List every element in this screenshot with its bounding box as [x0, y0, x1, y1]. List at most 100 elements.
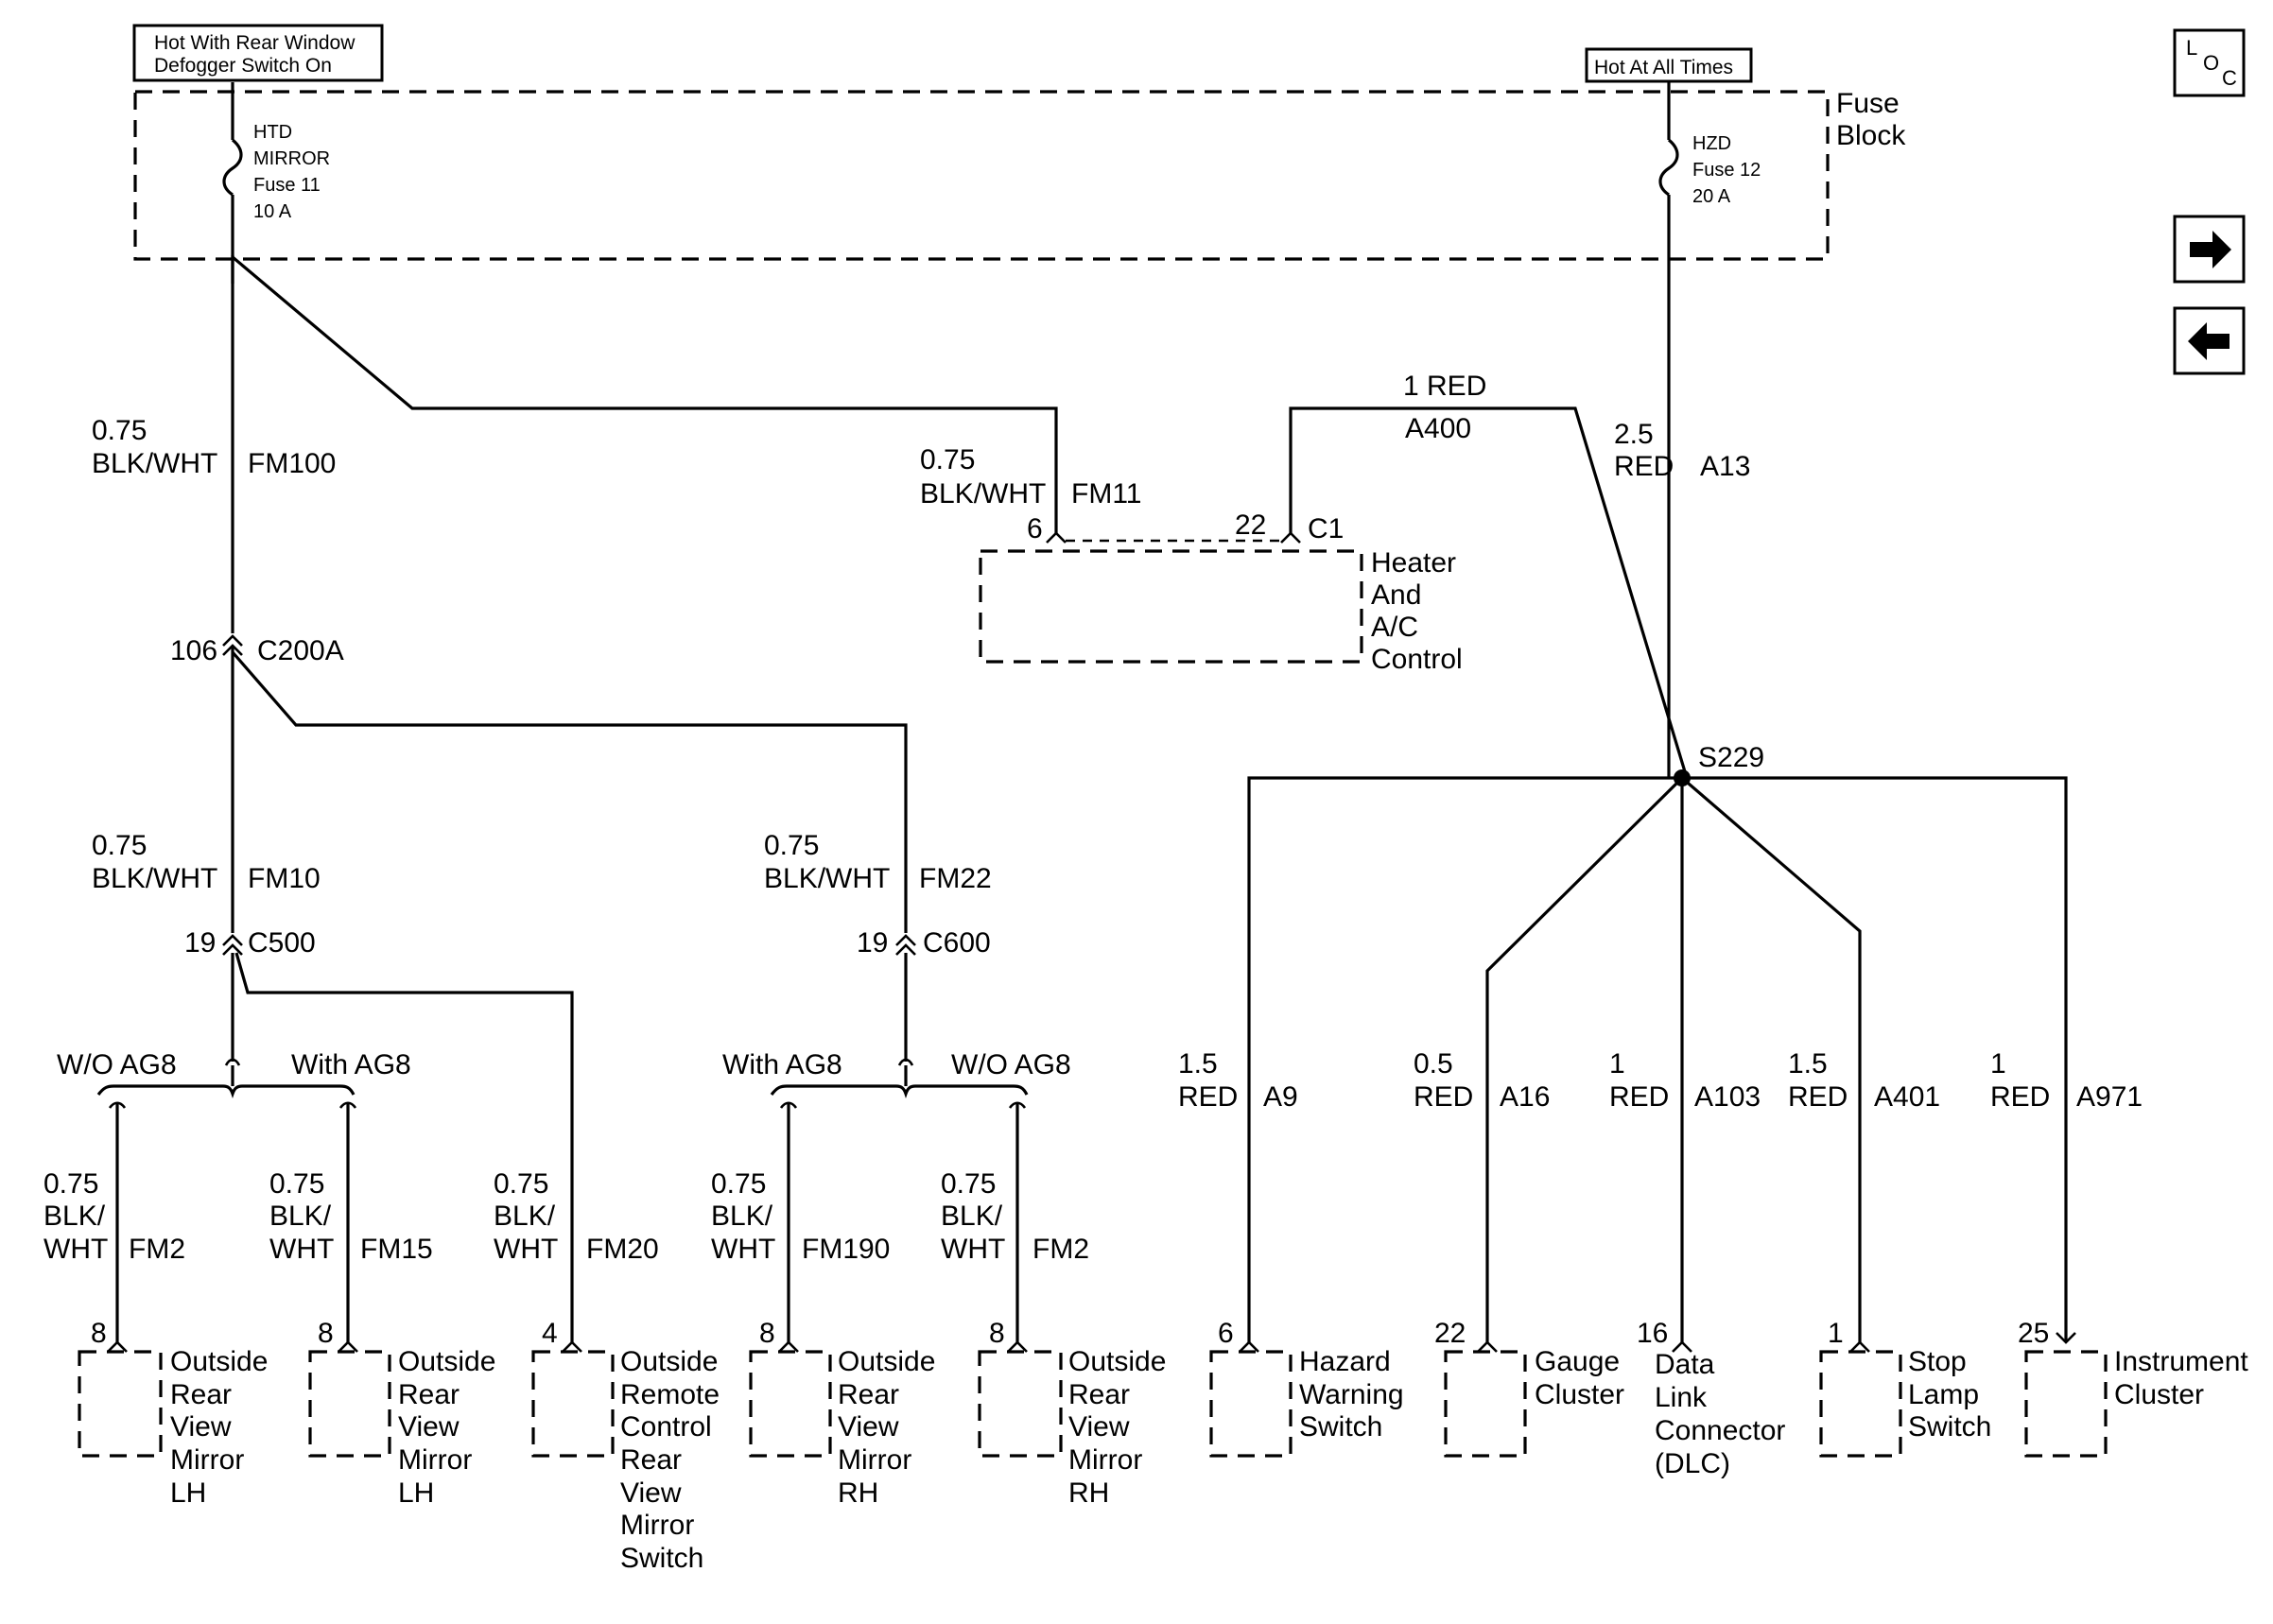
stop-lamp-line-2: Lamp: [1908, 1379, 1979, 1410]
a971-circuit: A971: [2076, 1081, 2143, 1113]
svg-text:C: C: [2222, 66, 2237, 90]
stop-lamp-switch: 1.5 RED A401 1 Stop Lamp Switch: [1788, 1048, 1991, 1458]
mirror-lh-2-line-4: Mirror: [398, 1444, 472, 1476]
gauge-line-1: Gauge: [1535, 1346, 1620, 1377]
mirror-lh-1-line-2: Rear: [170, 1379, 232, 1410]
mirror-lh-1-line-5: LH: [170, 1477, 206, 1509]
fm2-lh-gauge: 0.75: [43, 1168, 98, 1200]
fm15-gauge: 0.75: [269, 1168, 324, 1200]
wire-fm22: 0.75 BLK/WHT FM22: [231, 650, 992, 933]
option-split-right: With AG8 W/O AG8: [722, 953, 1071, 1099]
wire-a400: 1 RED A400: [1289, 371, 1689, 779]
hazard-line-2: Warning: [1299, 1379, 1404, 1410]
fm15-circuit: FM15: [360, 1234, 433, 1265]
a103-circuit: A103: [1694, 1081, 1761, 1113]
remote-switch-line-6: Mirror: [620, 1510, 694, 1541]
fm15-color1: BLK/: [269, 1201, 332, 1232]
mirror-lh-1-pin: 8: [91, 1318, 107, 1349]
hot-at-all-times-label-box: Hot At All Times: [1585, 47, 1753, 83]
svg-text:O: O: [2203, 51, 2219, 75]
mirror-rh-1-line-1: Outside: [838, 1346, 935, 1377]
fm2-rh-gauge: 0.75: [941, 1168, 996, 1200]
dlc-pin: 16: [1637, 1318, 1668, 1349]
a971-gauge: 1: [1990, 1048, 2006, 1080]
option-with-ag8-right: With AG8: [722, 1049, 842, 1080]
hot-rear-line-1: Hot With Rear Window: [154, 32, 356, 54]
mirror-rh-2-pin: 8: [989, 1318, 1005, 1349]
heater-line-4: Control: [1371, 644, 1463, 675]
c500-name: C500: [248, 927, 316, 959]
dlc-line-4: (DLC): [1655, 1448, 1730, 1479]
fuse-12-line-3: 20 A: [1692, 186, 1731, 207]
c1-pin-right: 22: [1235, 510, 1266, 541]
stop-lamp-line-1: Stop: [1908, 1346, 1967, 1377]
mirror-rh-1-line-5: RH: [838, 1477, 878, 1509]
a9-color: RED: [1178, 1081, 1238, 1113]
mirror-rh-1-line-3: View: [838, 1411, 899, 1443]
a16-gauge: 0.5: [1414, 1048, 1453, 1080]
a401-circuit: A401: [1874, 1081, 1940, 1113]
instrument-pin: 25: [2018, 1318, 2049, 1349]
hot-rear-line-2: Defogger Switch On: [154, 55, 332, 77]
hazard-warning-switch: 1.5 RED A9 6 Hazard Warning Switch: [1178, 1048, 1404, 1458]
gauge-line-2: Cluster: [1535, 1379, 1624, 1410]
hazard-pin: 6: [1218, 1318, 1234, 1349]
remote-switch-pin: 4: [542, 1318, 558, 1349]
fm11-circuit: FM11: [1071, 478, 1141, 510]
fuse-block: Fuse Block: [133, 88, 1906, 261]
a401-color: RED: [1788, 1081, 1848, 1113]
mirror-rh-1-pin: 8: [759, 1318, 775, 1349]
location-view-icon[interactable]: L O C: [2173, 28, 2246, 97]
fm190-circuit: FM190: [802, 1234, 890, 1265]
hazard-line-1: Hazard: [1299, 1346, 1391, 1377]
option-wo-ag8-right: W/O AG8: [951, 1049, 1071, 1080]
fm11-gauge: 0.75: [920, 444, 975, 475]
mirror-lh-1-line-1: Outside: [170, 1346, 268, 1377]
fuse-block-title-line-2: Block: [1836, 120, 1906, 151]
option-with-ag8-left: With AG8: [291, 1049, 411, 1080]
a401-gauge: 1.5: [1788, 1048, 1828, 1080]
heater-line-2: And: [1371, 579, 1421, 611]
fm22-color: BLK/WHT: [764, 863, 890, 894]
arrow-left-icon[interactable]: [2173, 306, 2246, 375]
dlc-line-2: Link: [1655, 1382, 1708, 1413]
remote-switch-line-4: Rear: [620, 1444, 682, 1476]
gauge-cluster: 0.5 RED A16 22 Gauge Cluster: [1414, 1048, 1624, 1458]
mirror-lh-1-line-4: Mirror: [170, 1444, 244, 1476]
fuse-11-line-2: MIRROR: [253, 148, 330, 169]
fm10-circuit: FM10: [248, 863, 321, 894]
wire-fm10: 0.75 BLK/WHT FM10: [92, 646, 321, 933]
mirror-rh-2-line-5: RH: [1068, 1477, 1109, 1509]
remote-switch-line-5: View: [620, 1477, 682, 1509]
fm2-rh-color2: WHT: [941, 1234, 1005, 1265]
wire-a13: 2.5 RED A13: [1614, 195, 1750, 778]
fm20-circuit: FM20: [586, 1234, 659, 1265]
data-link-connector: 1 RED A103 16 Data Link Connector (DLC): [1609, 1048, 1785, 1479]
fuse-block-title-line-1: Fuse: [1836, 88, 1900, 119]
dlc-line-3: Connector: [1655, 1415, 1785, 1446]
fm20-color1: BLK/: [494, 1201, 556, 1232]
heater-ac-control: 6 22 C1 Heater And A/C Control: [979, 510, 1463, 675]
arrow-right-icon[interactable]: [2173, 215, 2246, 284]
mirror-lh-2-line-3: View: [398, 1411, 460, 1443]
mirror-rh-2-line-1: Outside: [1068, 1346, 1166, 1377]
a13-color: RED: [1614, 451, 1674, 482]
fm2-lh-color2: WHT: [43, 1234, 108, 1265]
fuse-12: HZD Fuse 12 20 A: [1658, 81, 1761, 207]
instrument-line-1: Instrument: [2114, 1346, 2248, 1377]
wire-fm100: 0.75 BLK/WHT FM100: [92, 255, 336, 633]
fm190-color2: WHT: [711, 1234, 775, 1265]
connector-c200a: 106 C200A: [170, 634, 344, 666]
s229-label: S229: [1698, 742, 1764, 773]
fuse-11-line-3: Fuse 11: [253, 175, 321, 196]
fm22-circuit: FM22: [919, 863, 992, 894]
fm10-color: BLK/WHT: [92, 863, 217, 894]
mirror-lh-2-line-2: Rear: [398, 1379, 460, 1410]
connector-c600: 19 C600: [857, 927, 991, 959]
fm2-rh-circuit: FM2: [1032, 1234, 1089, 1265]
a103-color: RED: [1609, 1081, 1669, 1113]
instrument-line-2: Cluster: [2114, 1379, 2204, 1410]
svg-text:L: L: [2186, 36, 2197, 60]
c1-pin-left: 6: [1027, 513, 1043, 544]
